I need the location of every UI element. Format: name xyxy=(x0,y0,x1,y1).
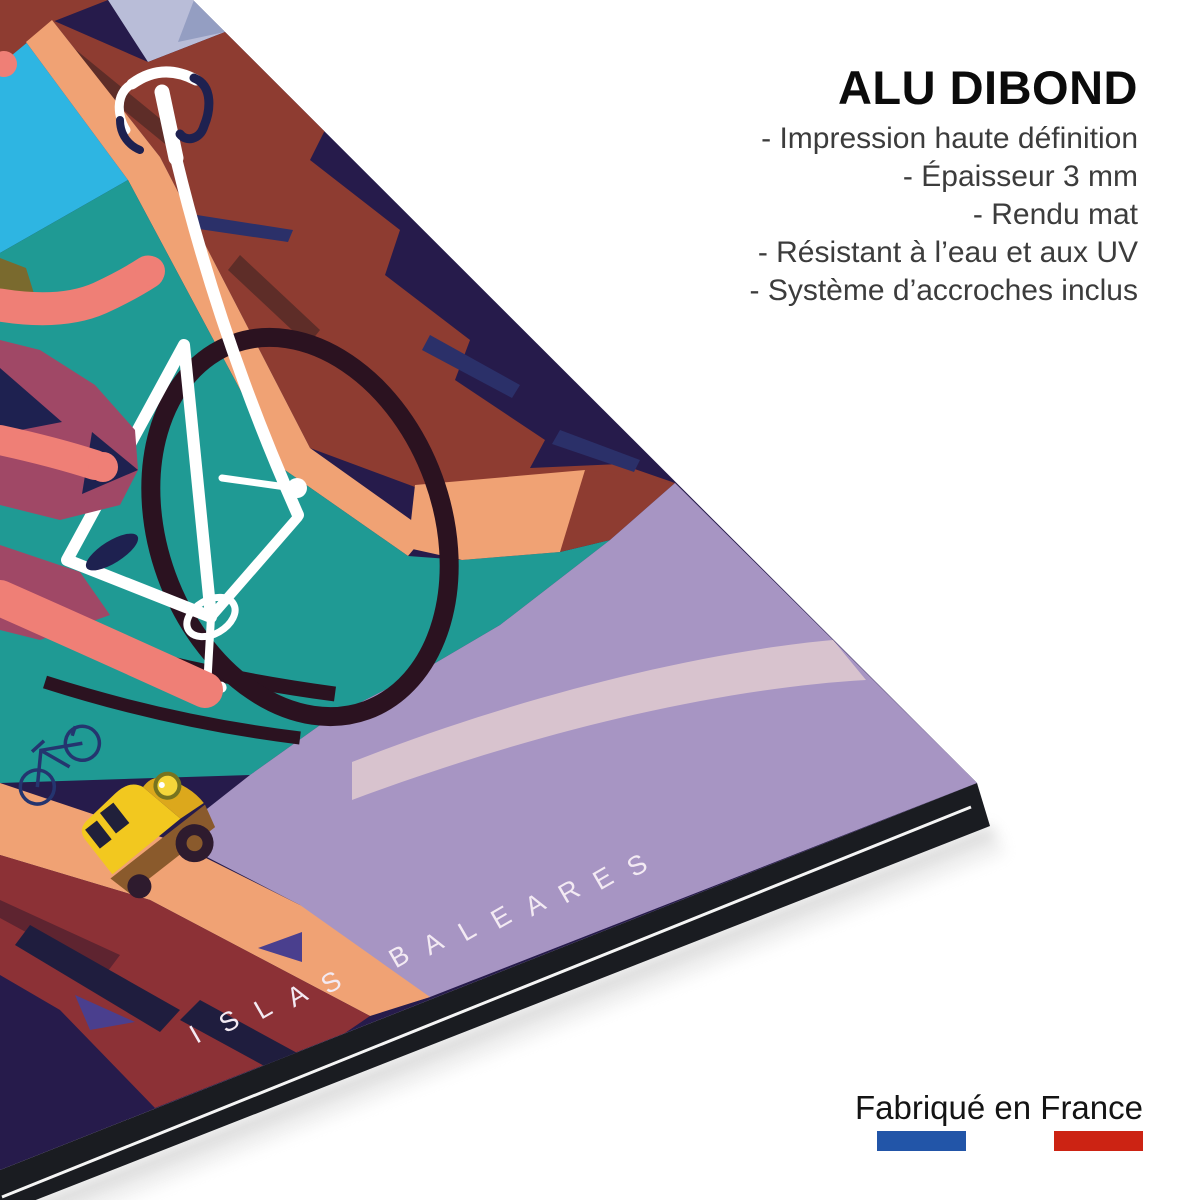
rock-slash xyxy=(228,255,320,345)
mini-bicycle-doodle xyxy=(18,724,102,806)
rear-wheel-arc xyxy=(43,675,301,745)
made-in-france-label: Fabriqué en France xyxy=(855,1089,1143,1126)
car-headlight xyxy=(153,771,182,800)
mountain-mist-shade xyxy=(178,0,225,42)
sky-cyan xyxy=(0,42,128,253)
teal-hillside xyxy=(0,180,610,783)
car-hubcap xyxy=(186,835,203,852)
made-in-france: Fabriqué en France xyxy=(855,1089,1143,1151)
rider-leg xyxy=(0,580,223,708)
product-details: ALU DIBOND - Impression haute définition… xyxy=(750,61,1139,307)
rock-slash-blue xyxy=(422,335,520,398)
foreground-slate-triangle xyxy=(75,995,135,1030)
rock-corner xyxy=(0,0,108,65)
french-flag-icon xyxy=(877,1131,1143,1151)
bike-crank-ring xyxy=(183,593,239,641)
brake-hood-icon xyxy=(175,73,214,144)
foreground-slate-triangle xyxy=(258,932,302,962)
car-wheel-rear xyxy=(127,874,152,899)
bike-stem xyxy=(154,84,184,166)
foreground-details xyxy=(0,900,310,1080)
panel-shadow xyxy=(37,825,1006,1200)
flag-blue-stripe xyxy=(877,1131,966,1151)
rider-shadow xyxy=(0,368,62,434)
doodle-frame xyxy=(30,725,83,788)
canyon-rocks xyxy=(52,20,675,487)
rider-arm xyxy=(0,255,165,326)
feature-item: - Épaisseur 3 mm xyxy=(903,160,1138,193)
rock-slash-blue xyxy=(552,430,640,472)
car-cab xyxy=(81,784,181,875)
road-pink-stripe xyxy=(352,640,866,800)
foreground-slash xyxy=(180,1000,310,1080)
flag-red-stripe xyxy=(1054,1131,1143,1151)
feature-item: - Résistant à l’eau et aux UV xyxy=(758,236,1138,269)
edge-aluminium-highlight xyxy=(1,805,972,1199)
rust-wedge xyxy=(560,470,675,552)
panel-edge xyxy=(0,783,990,1200)
edge-black-core xyxy=(0,783,990,1200)
cyclist-rider xyxy=(0,51,223,708)
rock-slash-blue xyxy=(192,215,293,242)
foreground-slash xyxy=(15,925,180,1032)
cyclist-illustration xyxy=(0,51,459,745)
doodle-wheel xyxy=(18,768,57,806)
rider-hand xyxy=(135,256,165,286)
yellow-car xyxy=(81,771,216,899)
car-headlight-glint xyxy=(158,782,165,789)
feature-item: - Système d’accroches inclus xyxy=(750,274,1138,307)
foreground-stripe xyxy=(0,900,120,975)
shadow-blur-outer xyxy=(43,826,1006,1200)
bike-hub xyxy=(287,478,307,498)
bike-cable-rod xyxy=(218,474,297,492)
rider-arm xyxy=(0,425,110,480)
shadow-blur-inner xyxy=(37,825,995,1200)
bike-fork xyxy=(170,152,304,521)
lilac-road xyxy=(170,483,977,1015)
sand-strip xyxy=(26,20,428,556)
product-title: ALU DIBOND xyxy=(838,61,1138,114)
rider-hand xyxy=(88,452,118,482)
car-window xyxy=(85,820,112,849)
feature-item: - Rendu mat xyxy=(973,198,1139,231)
car-window xyxy=(99,802,130,834)
feature-item: - Impression haute définition xyxy=(761,122,1138,155)
brake-hood-icon xyxy=(116,116,144,154)
flag-white-stripe xyxy=(966,1131,1054,1151)
bike-saddle xyxy=(85,533,139,571)
rider-head xyxy=(0,51,17,77)
